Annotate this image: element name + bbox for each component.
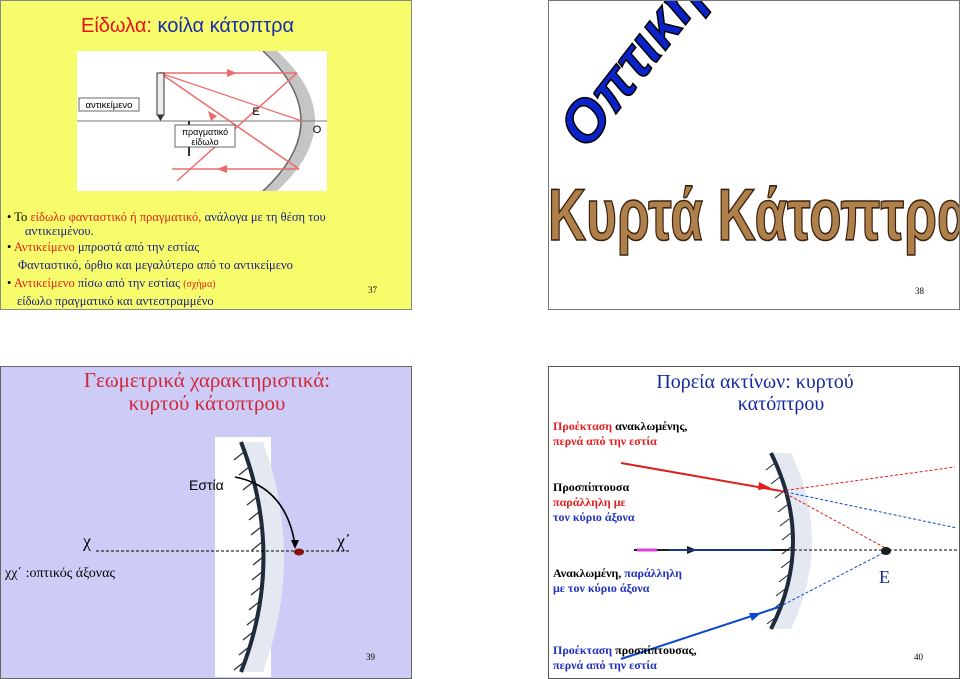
word-art-title: Οπτική Κυρτά Κάτοπτρα (549, 1, 959, 257)
slide-38: Οπτική Κυρτά Κάτοπτρα 38 (548, 0, 960, 310)
blue-arrowhead (749, 613, 761, 621)
red-reflected-dashed (780, 466, 956, 492)
bullet-2: • Αντικείμενο μπροστά από την εστίας (7, 240, 200, 254)
convex-mirror-body (771, 453, 812, 629)
word-art-convex-mirrors: Κυρτά Κάτοπτρα (549, 175, 959, 256)
title-line-1: Πορεία ακτίνων: κυρτού (656, 371, 854, 393)
label-extension-incident: Προέκταση προσπίπτουσας,περνά από την εσ… (553, 643, 697, 672)
title-line-2: κυρτού κάτοπτρου (128, 391, 286, 415)
pencil-object-icon (156, 72, 165, 116)
slide-37-title: Είδωλα: κοίλα κάτοπτρα (81, 15, 294, 38)
convex-mirror-body (241, 442, 284, 672)
red-incident-ray (620, 462, 782, 492)
convex-mirror-ray-diagram (620, 449, 959, 660)
arrowhead-3 (217, 165, 227, 173)
focus-pointer-curve (234, 476, 296, 546)
slide-40-title: Πορεία ακτίνων: κυρτού κατόπτρου (549, 371, 959, 415)
page-number-39: 39 (366, 652, 375, 662)
title-part-blue: κοίλα κάτοπτρα (157, 15, 295, 37)
ray-through-focus (159, 72, 300, 170)
focus-label-E: Ε (252, 106, 259, 118)
title-line-2: κατόπτρου (737, 393, 825, 415)
focus-label: Εστία (189, 477, 224, 493)
arrowhead-2 (208, 111, 217, 121)
convex-mirror-diagram (96, 437, 351, 677)
red-extension-to-focus (780, 490, 890, 551)
arrowhead-1 (227, 69, 237, 77)
bullet-1: • Το είδωλο φανταστικό ή πραγματικό, ανά… (7, 210, 326, 224)
red-arrowhead (758, 482, 771, 490)
focus-point-dot (294, 548, 304, 556)
real-image-label-1: πραγματικό (182, 127, 228, 137)
label-extension-reflected: Προέκταση ανακλωμένης,περνά από την εστί… (553, 419, 688, 448)
slide-39: Γεωμετρικά χαρακτηριστικά: κυρτού κάτοπτ… (0, 366, 412, 679)
focus-pointer-arrowhead (291, 540, 299, 549)
title-line-1: Γεωμετρικά χαρακτηριστικά: (83, 368, 331, 392)
page-number-38: 38 (915, 286, 924, 296)
focus-label-E: Ε (879, 567, 890, 587)
title-part-red: Είδωλα: (81, 15, 158, 37)
pencil-tip (157, 115, 164, 121)
axis-end-chi-prime: χ΄ (337, 531, 351, 551)
page-number-40: 40 (914, 652, 923, 662)
page-number-37: 37 (368, 285, 377, 295)
slide-39-title: Γεωμετρικά χαρακτηριστικά: κυρτού κάτοπτ… (1, 368, 411, 415)
concave-mirror-shape (263, 51, 315, 191)
axis-caption: χχ΄ :οπτικός άξονας (5, 566, 115, 581)
real-image-label-box (174, 124, 236, 148)
focus-point-dot (881, 547, 891, 555)
convex-mirror-surface (239, 441, 266, 673)
object-label: αντικείμενο (86, 100, 133, 111)
slide-40: Πορεία ακτίνων: κυρτού κατόπτρου (548, 366, 960, 679)
mirror-hatching (765, 462, 792, 625)
bullet-3: • Αντικείμενο πίσω από την εστίας (σχήμα… (7, 276, 216, 290)
axis-end-chi: χ (83, 531, 91, 551)
convex-mirror-surface (769, 452, 795, 630)
concave-mirror-ray-diagram: αντικείμενο πραγματικό είδωλο Ε Ο (77, 51, 327, 191)
object-label-box (78, 97, 140, 112)
mirror-hatching (233, 451, 264, 671)
slide-37: Είδωλα: κοίλα κάτοπτρα αντικείμενο πραγμ… (0, 0, 412, 310)
bullet-1-continued: αντικειμένου. (25, 224, 94, 238)
word-art-optics: Οπτική (549, 1, 717, 159)
real-image-label-2: είδωλο (191, 137, 218, 147)
bullet-2-sub: Φανταστικό, όρθιο και μεγαλύτερο από το … (18, 258, 293, 272)
ray-to-vertex (159, 72, 303, 122)
bullet-3-sub: είδωλο πραγματικό και αντεστραμμένο (17, 294, 214, 308)
vertex-label-O: Ο (313, 124, 322, 136)
